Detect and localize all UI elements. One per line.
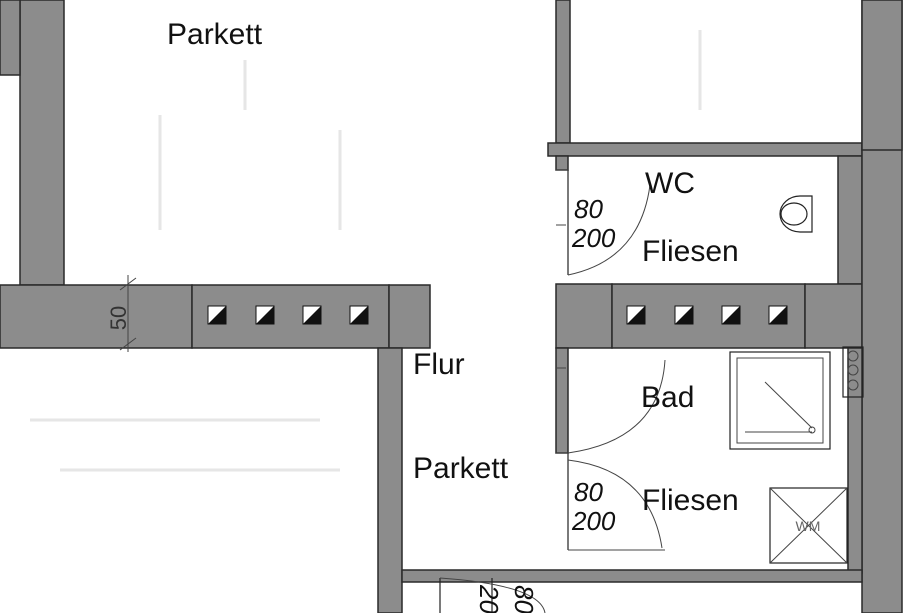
washing-machine-icon: WM <box>769 487 848 564</box>
chimney-flues-left <box>207 305 369 325</box>
room-name-parkett-top: Parkett <box>167 18 263 51</box>
wall-center-upper <box>555 0 571 144</box>
dimension-marker: 50 <box>106 275 137 352</box>
dimension-label: 50 <box>106 306 131 330</box>
room-floor-bad: Fliesen <box>642 484 739 517</box>
wall-left-upper <box>19 0 65 286</box>
wall-flur-left <box>377 347 403 613</box>
background-traces <box>30 30 702 472</box>
bottom-door-height: 20 <box>474 584 504 613</box>
bottom-door-width: 80 <box>509 585 539 613</box>
wall-fixture-icon <box>842 346 864 398</box>
bad-door <box>556 359 666 551</box>
wc-door <box>556 169 651 276</box>
wall-bad-right <box>847 347 863 574</box>
wall-wc-right <box>837 155 863 285</box>
wall-bottom <box>401 569 863 583</box>
wall-wc-bad <box>555 283 613 349</box>
wall-wc-top <box>547 142 863 157</box>
wc-door-height: 200 <box>571 223 616 253</box>
wall-horizontal-center <box>388 284 431 349</box>
room-name-flur: Flur <box>413 348 465 381</box>
room-name-bad: Bad <box>641 381 694 414</box>
wall-step-left <box>0 0 21 76</box>
wc-door-width: 80 <box>574 194 603 224</box>
bad-door-width: 80 <box>574 477 603 507</box>
shower-icon <box>729 351 831 450</box>
appliance-label: WM <box>796 518 821 534</box>
chimney-flues-right <box>626 305 788 325</box>
wall-wc-bad-right <box>804 283 863 349</box>
wall-bad-left <box>555 347 569 454</box>
room-name-wc: WC <box>645 167 695 200</box>
bottom-door: 80 20 <box>439 577 546 613</box>
room-floor-flur: Parkett <box>413 452 509 485</box>
wall-upper-right <box>861 0 903 151</box>
bad-door-height: 200 <box>571 506 616 536</box>
wall-wc-left <box>555 155 569 171</box>
wall-horizontal-left <box>0 284 193 349</box>
toilet-icon <box>779 195 813 233</box>
room-floor-wc: Fliesen <box>642 235 739 268</box>
